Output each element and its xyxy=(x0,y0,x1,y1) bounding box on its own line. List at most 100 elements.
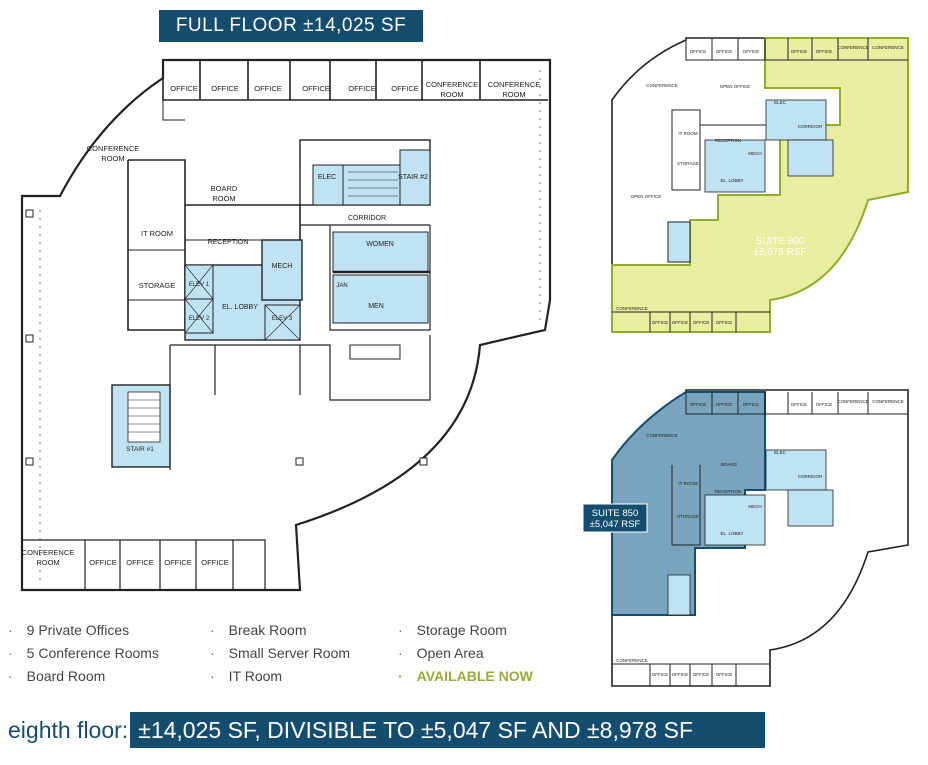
room-conference: ROOM xyxy=(101,154,124,163)
mini-label: CONFERENCE xyxy=(616,306,648,311)
mini-label: OFFICE xyxy=(672,320,689,325)
room-board: BOARD xyxy=(211,184,238,193)
mini-label: OFFICE xyxy=(672,672,689,677)
mini-label: OFFICE xyxy=(690,49,707,54)
mini-label: EL. LOBBY xyxy=(720,531,743,536)
mini-label: OFFICE xyxy=(716,320,733,325)
features-list: ·9 Private Offices ·5 Conference Rooms ·… xyxy=(8,622,568,694)
room-jan: JAN xyxy=(336,283,347,289)
mini-label: ELEC xyxy=(774,450,787,455)
mini-label: CONFERENCE xyxy=(646,433,678,438)
mini-label: OFFICE xyxy=(716,402,733,407)
room-elevator: ELEV 1 xyxy=(189,282,210,288)
mini-label: MECH xyxy=(748,151,761,156)
room-office: OFFICE xyxy=(302,84,330,93)
mini-label: OFFICE xyxy=(652,672,669,677)
mini-label: IT ROOM xyxy=(678,481,697,486)
main-floor-plan xyxy=(20,58,552,592)
mini-label: OPEN OFFICE xyxy=(720,84,751,89)
suite-850-callout xyxy=(582,503,648,533)
room-office: OFFICE xyxy=(211,84,239,93)
mini-label: STORAGE xyxy=(677,161,699,166)
mini-label: STORAGE xyxy=(677,514,699,519)
mini-label: CORRIDOR xyxy=(798,124,823,129)
room-stair: STAIR #1 xyxy=(126,446,154,453)
mini-label: MECH xyxy=(748,504,761,509)
room-el-lobby: EL. LOBBY xyxy=(222,304,258,311)
mini-label: CONFERENCE xyxy=(872,45,904,50)
room-office: OFFICE xyxy=(164,558,192,567)
room-office: OFFICE xyxy=(254,84,282,93)
room-elevator: ELEV 2 xyxy=(189,316,210,322)
mini-label: CONFERENCE xyxy=(837,399,869,404)
floor-summary-lead: eighth floor: xyxy=(8,717,129,743)
room-corridor: CORRIDOR xyxy=(348,215,386,222)
room-conference: CONFERENCE xyxy=(426,80,479,89)
suite-850-area: ±5,047 RSF xyxy=(590,519,641,530)
room-conference: CONFERENCE xyxy=(22,548,75,557)
floor-summary-detail: ±14,025 SF, DIVISIBLE TO ±5,047 SF AND ±… xyxy=(130,712,765,748)
suite-800-plan: OFFICE OFFICE OFFICE OFFICE OFFICE CONFE… xyxy=(611,37,909,333)
suite-800-name: SUITE 800 xyxy=(756,236,805,247)
mini-label: OFFICE xyxy=(743,402,760,407)
mini-label: OFFICE xyxy=(816,49,833,54)
feature-item: ·5 Conference Rooms xyxy=(8,645,159,661)
room-conference: ROOM xyxy=(440,90,463,99)
feature-item: ·IT Room xyxy=(210,668,283,684)
available-now-badge: ·AVAILABLE NOW xyxy=(398,668,533,684)
mini-label: CONFERENCE xyxy=(616,658,648,663)
mini-label: RECEPTION xyxy=(715,489,741,494)
room-elec: ELEC xyxy=(318,174,336,181)
mini-label: OFFICE xyxy=(652,320,669,325)
mini-label: OFFICE xyxy=(791,402,808,407)
mini-label: CONFERENCE xyxy=(872,399,904,404)
feature-item: ·9 Private Offices xyxy=(8,622,130,638)
room-storage: STORAGE xyxy=(139,281,176,290)
room-men: MEN xyxy=(368,303,384,310)
feature-item: ·Open Area xyxy=(398,645,484,661)
mini-label: OFFICE xyxy=(693,672,710,677)
mini-label: OFFICE xyxy=(690,402,707,407)
mini-label: OFFICE xyxy=(693,320,710,325)
room-reception: RECEPTION xyxy=(208,239,249,246)
mini-label: OFFICE xyxy=(716,672,733,677)
room-conference: ROOM xyxy=(36,558,59,567)
room-office: OFFICE xyxy=(391,84,419,93)
room-stair: STAIR #2 xyxy=(398,174,428,181)
floor-title: FULL FLOOR ±14,025 SF xyxy=(159,10,423,42)
mini-label: RECEPTION xyxy=(715,138,741,143)
room-office: OFFICE xyxy=(201,558,229,567)
mini-label: CONFERENCE xyxy=(837,45,869,50)
mini-label: CORRIDOR xyxy=(798,474,823,479)
mini-label: OPEN OFFICE xyxy=(631,194,662,199)
feature-item: ·Storage Room xyxy=(398,622,507,638)
mini-label: ELEC xyxy=(774,100,787,105)
room-elevator: ELEV 3 xyxy=(272,316,293,322)
room-conference: ROOM xyxy=(502,90,525,99)
room-women: WOMEN xyxy=(366,241,394,248)
mini-label: IT ROOM xyxy=(678,131,697,136)
room-office: OFFICE xyxy=(126,558,154,567)
mini-label: OFFICE xyxy=(716,49,733,54)
mini-label: CONFERENCE xyxy=(646,83,678,88)
room-conference: CONFERENCE xyxy=(87,144,140,153)
room-office: OFFICE xyxy=(170,84,198,93)
feature-item: ·Break Room xyxy=(210,622,307,638)
mini-label: EL. LOBBY xyxy=(720,178,743,183)
suite-850-plan: OFFICE OFFICE OFFICE OFFICE OFFICE CONFE… xyxy=(582,389,909,687)
room-mech: MECH xyxy=(272,263,293,270)
room-board: ROOM xyxy=(212,194,235,203)
mini-label: BOARD xyxy=(721,462,738,467)
suite-800-area: ±8,978 RSF xyxy=(753,247,806,258)
room-it: IT ROOM xyxy=(141,229,173,238)
mini-label: OFFICE xyxy=(743,49,760,54)
mini-label: OFFICE xyxy=(791,49,808,54)
floor-summary: eighth floor:±14,025 SF, DIVISIBLE TO ±5… xyxy=(0,712,840,748)
feature-item: ·Small Server Room xyxy=(210,645,351,661)
room-office: OFFICE xyxy=(89,558,117,567)
room-conference: CONFERENCE xyxy=(488,80,541,89)
suite-850-name: SUITE 850 xyxy=(592,508,638,519)
mini-label: OFFICE xyxy=(816,402,833,407)
room-office: OFFICE xyxy=(348,84,376,93)
